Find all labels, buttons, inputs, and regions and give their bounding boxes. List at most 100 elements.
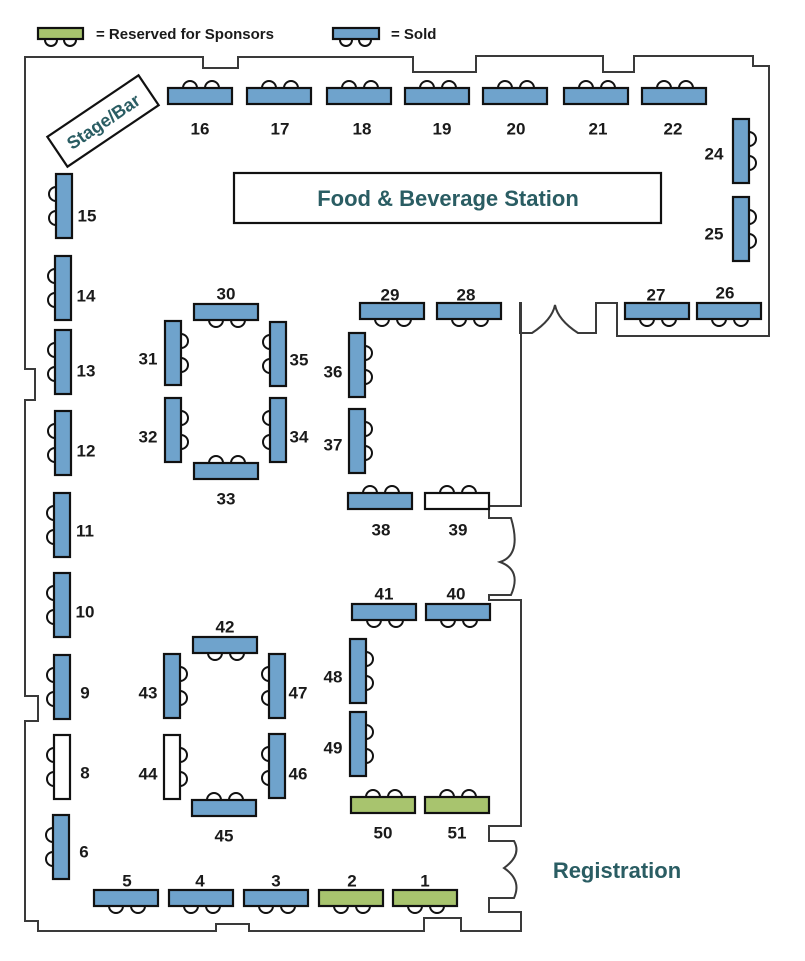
table-rect-sold[interactable] bbox=[52, 491, 72, 559]
table-number-label: 31 bbox=[139, 349, 158, 368]
table-45[interactable]: 45 bbox=[190, 792, 258, 845]
table-rect-sponsor[interactable] bbox=[391, 888, 459, 908]
table-rect-available[interactable] bbox=[52, 733, 72, 801]
table-38[interactable]: 38 bbox=[346, 485, 414, 539]
table-rect-sold[interactable] bbox=[562, 86, 630, 106]
table-rect-sold[interactable] bbox=[51, 813, 71, 881]
table-50[interactable]: 50 bbox=[349, 789, 417, 842]
table-rect-sold[interactable] bbox=[348, 710, 368, 778]
table-11[interactable]: 11 bbox=[46, 491, 94, 559]
table-33[interactable]: 33 bbox=[192, 455, 260, 508]
table-rect-sold[interactable] bbox=[92, 888, 160, 908]
table-51[interactable]: 51 bbox=[423, 789, 491, 842]
table-rect-sold[interactable] bbox=[350, 602, 418, 622]
table-22[interactable]: 22 bbox=[640, 80, 708, 138]
table-20[interactable]: 20 bbox=[481, 80, 549, 138]
table-rect-sold[interactable] bbox=[731, 195, 751, 263]
table-3[interactable]: 3 bbox=[242, 871, 310, 914]
table-rect-sold[interactable] bbox=[348, 637, 368, 705]
table-42[interactable]: 42 bbox=[191, 617, 259, 661]
table-rect-sold[interactable] bbox=[695, 301, 763, 321]
table-rect-sold[interactable] bbox=[267, 652, 287, 720]
table-27[interactable]: 27 bbox=[623, 285, 691, 327]
table-1[interactable]: 1 bbox=[391, 871, 459, 914]
table-rect-sold[interactable] bbox=[435, 301, 503, 321]
table-31[interactable]: 31 bbox=[139, 319, 189, 387]
table-2[interactable]: 2 bbox=[317, 871, 385, 914]
table-46[interactable]: 46 bbox=[261, 732, 307, 800]
table-rect-sold[interactable] bbox=[54, 172, 74, 240]
table-rect-sold[interactable] bbox=[53, 328, 73, 396]
table-44[interactable]: 44 bbox=[139, 733, 188, 801]
table-47[interactable]: 47 bbox=[261, 652, 307, 720]
table-rect-sold[interactable] bbox=[267, 732, 287, 800]
table-17[interactable]: 17 bbox=[245, 80, 313, 138]
table-rect-sold[interactable] bbox=[358, 301, 426, 321]
table-13[interactable]: 13 bbox=[47, 328, 95, 396]
table-rect-sold[interactable] bbox=[268, 320, 288, 388]
table-29[interactable]: 29 bbox=[358, 285, 426, 327]
table-rect-sold[interactable] bbox=[163, 396, 183, 464]
table-rect-sold[interactable] bbox=[190, 798, 258, 818]
table-15[interactable]: 15 bbox=[48, 172, 96, 240]
table-12[interactable]: 12 bbox=[47, 409, 95, 477]
table-24[interactable]: 24 bbox=[705, 117, 757, 185]
table-rect-sold[interactable] bbox=[347, 331, 367, 399]
table-rect-sold[interactable] bbox=[347, 407, 367, 475]
table-rect-sold[interactable] bbox=[191, 635, 259, 655]
table-rect-sold[interactable] bbox=[52, 653, 72, 721]
table-rect-available[interactable] bbox=[423, 491, 491, 511]
table-rect-sold[interactable] bbox=[167, 888, 235, 908]
table-5[interactable]: 5 bbox=[92, 871, 160, 914]
table-rect-sold[interactable] bbox=[623, 301, 691, 321]
table-37[interactable]: 37 bbox=[324, 407, 373, 475]
table-41[interactable]: 41 bbox=[350, 584, 418, 628]
table-16[interactable]: 16 bbox=[166, 80, 234, 138]
table-rect-available[interactable] bbox=[162, 733, 182, 801]
table-14[interactable]: 14 bbox=[47, 254, 96, 322]
table-rect-sold[interactable] bbox=[242, 888, 310, 908]
table-28[interactable]: 28 bbox=[435, 285, 503, 327]
table-25[interactable]: 25 bbox=[705, 195, 757, 263]
table-rect-sold[interactable] bbox=[192, 302, 260, 322]
table-rect-sold[interactable] bbox=[640, 86, 708, 106]
table-40[interactable]: 40 bbox=[424, 584, 492, 628]
table-19[interactable]: 19 bbox=[403, 80, 471, 138]
table-26[interactable]: 26 bbox=[695, 283, 763, 327]
table-rect-sold[interactable] bbox=[162, 652, 182, 720]
table-rect-sponsor[interactable] bbox=[317, 888, 385, 908]
table-21[interactable]: 21 bbox=[562, 80, 630, 138]
table-8[interactable]: 8 bbox=[46, 733, 90, 801]
table-36[interactable]: 36 bbox=[324, 331, 373, 399]
table-35[interactable]: 35 bbox=[262, 320, 309, 388]
table-34[interactable]: 34 bbox=[262, 396, 309, 464]
table-rect-sold[interactable] bbox=[731, 117, 751, 185]
table-rect-sold[interactable] bbox=[53, 254, 73, 322]
table-rect-sponsor[interactable] bbox=[349, 795, 417, 815]
table-9[interactable]: 9 bbox=[46, 653, 90, 721]
table-rect-sold[interactable] bbox=[166, 86, 234, 106]
table-rect-sponsor[interactable] bbox=[423, 795, 491, 815]
table-6[interactable]: 6 bbox=[45, 813, 89, 881]
table-48[interactable]: 48 bbox=[324, 637, 374, 705]
table-rect-sold[interactable] bbox=[52, 571, 72, 639]
table-4[interactable]: 4 bbox=[167, 871, 235, 914]
table-rect-sold[interactable] bbox=[424, 602, 492, 622]
table-rect-sold[interactable] bbox=[481, 86, 549, 106]
table-rect-sold[interactable] bbox=[403, 86, 471, 106]
table-49[interactable]: 49 bbox=[324, 710, 374, 778]
table-rect-sold[interactable] bbox=[346, 491, 414, 511]
table-number-label: 35 bbox=[290, 350, 309, 369]
table-rect-sold[interactable] bbox=[325, 86, 393, 106]
table-32[interactable]: 32 bbox=[139, 396, 189, 464]
table-rect-sold[interactable] bbox=[192, 461, 260, 481]
table-43[interactable]: 43 bbox=[139, 652, 188, 720]
table-rect-sold[interactable] bbox=[163, 319, 183, 387]
table-30[interactable]: 30 bbox=[192, 284, 260, 328]
table-rect-sold[interactable] bbox=[53, 409, 73, 477]
table-39[interactable]: 39 bbox=[423, 485, 491, 539]
table-rect-sold[interactable] bbox=[245, 86, 313, 106]
table-rect-sold[interactable] bbox=[268, 396, 288, 464]
table-10[interactable]: 10 bbox=[46, 571, 94, 639]
table-18[interactable]: 18 bbox=[325, 80, 393, 138]
